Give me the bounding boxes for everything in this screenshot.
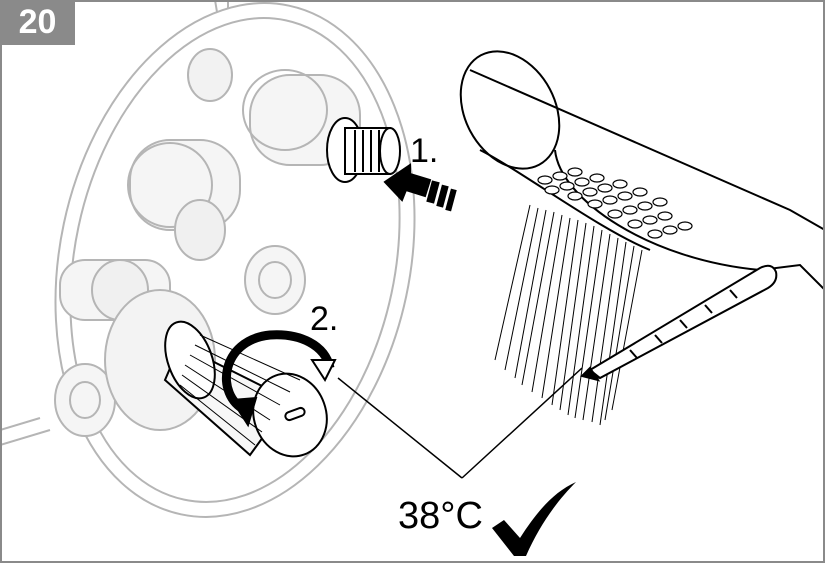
cartridge-fitting [326,117,401,183]
push-arrow-icon [383,163,457,212]
shower-nozzles [537,167,693,239]
step-1-label: 1. [410,132,439,170]
temperature-knob [163,320,328,458]
step-number-badge: 20 [0,0,75,45]
water-spray [494,204,643,426]
step-2-label: 2. [310,300,339,338]
rotate-arrow-icon [221,330,337,428]
temperature-label: 38°C [398,495,483,537]
checkmark-icon [492,482,576,556]
thermometer [580,264,778,382]
mounting-plate [0,0,416,518]
leader-lines [337,367,583,479]
